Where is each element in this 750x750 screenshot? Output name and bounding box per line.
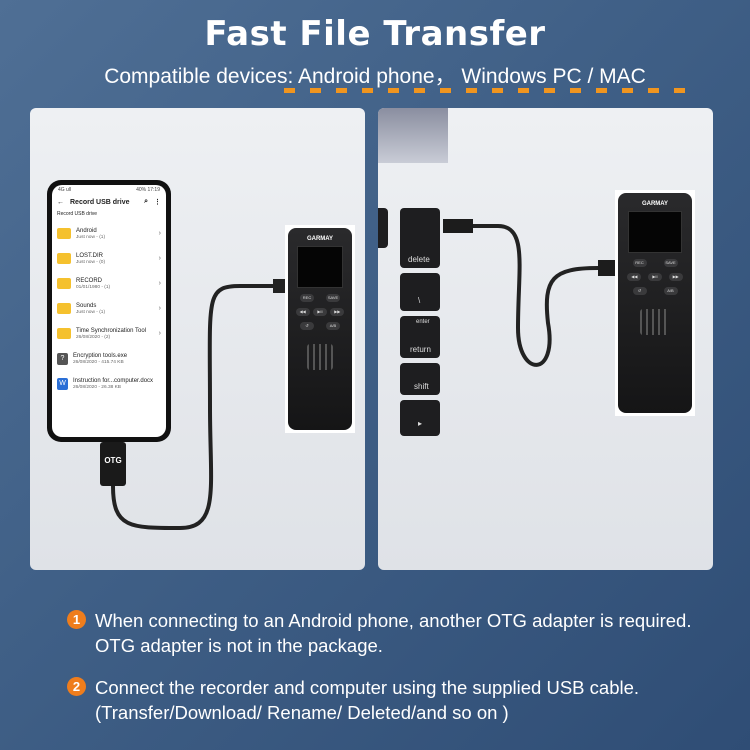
folder-icon xyxy=(57,253,71,264)
folder-icon xyxy=(57,328,71,339)
file-meta: 01/01/1980 - (1) xyxy=(76,284,111,290)
number-badge: 2 xyxy=(67,677,86,696)
back-arrow-icon[interactable]: ← xyxy=(57,198,64,206)
rec-button[interactable]: REC xyxy=(632,259,647,267)
file-meta: 26/08/2020 - 26.38 KB xyxy=(73,384,122,390)
rec-button[interactable]: REC xyxy=(300,294,314,302)
brand-label: GARMAY xyxy=(306,236,334,242)
page-subtitle: Compatible devices: Android phone， Windo… xyxy=(104,65,646,88)
forward-button[interactable]: ▶▶ xyxy=(668,273,683,281)
ab-repeat-button[interactable]: A/B xyxy=(663,287,678,295)
voice-recorder: GARMAY REC SAVE ◀◀▶II▶▶ ↺ A/B xyxy=(285,225,355,433)
note-1: 1 When connecting to an Android phone, an… xyxy=(67,608,708,658)
chevron-right-icon: › xyxy=(158,305,161,312)
key-shift: shift xyxy=(400,363,440,395)
folder-icon xyxy=(57,228,71,239)
save-button[interactable]: SAVE xyxy=(326,294,340,302)
file-name: RECORD xyxy=(76,277,103,284)
folder-icon xyxy=(57,278,71,289)
search-icon[interactable]: ⌕ xyxy=(144,198,148,205)
otg-label: OTG xyxy=(104,456,122,465)
number-badge: 1 xyxy=(67,610,86,629)
file-meta: Just now - (1) xyxy=(76,309,106,315)
file-meta: 26/08/2020 - (2) xyxy=(76,334,111,340)
more-icon[interactable]: ⋮ xyxy=(154,199,161,206)
play-pause-button[interactable]: ▶II xyxy=(647,273,662,281)
brand-label: GARMAY xyxy=(641,201,669,207)
status-left: 4G ull xyxy=(58,187,72,193)
speaker-grill xyxy=(640,309,670,335)
ab-repeat-button[interactable]: A/B xyxy=(326,322,340,330)
note-2: 2 Connect the recorder and computer using… xyxy=(67,675,708,725)
key-arrow: ▸ xyxy=(400,400,440,436)
word-file-icon: W xyxy=(57,377,68,390)
play-pause-button[interactable]: ▶II xyxy=(312,308,327,316)
voice-recorder: GARMAY REC SAVE ◀◀ ▶II ▶▶ ↺ A/B xyxy=(615,190,695,416)
file-meta: Just now - (0) xyxy=(76,259,106,265)
notes: 1 When connecting to an Android phone, an… xyxy=(67,608,708,742)
note-text: Connect the recorder and computer using … xyxy=(95,677,640,723)
chevron-right-icon: › xyxy=(158,280,161,287)
file-name: Instruction for...computer.docx xyxy=(73,377,154,384)
lcd-screen xyxy=(628,211,682,253)
dashed-underline xyxy=(284,88,692,93)
forward-button[interactable]: ▶▶ xyxy=(330,308,345,316)
folder-icon xyxy=(57,303,71,314)
usb-cable xyxy=(111,279,287,531)
key-backslash: \ xyxy=(400,273,440,311)
chevron-right-icon: › xyxy=(158,330,161,337)
chevron-right-icon: › xyxy=(158,255,161,262)
back-button[interactable]: ↺ xyxy=(632,287,647,295)
status-right: 40% 17:19 xyxy=(136,187,160,193)
file-meta: Just now - (1) xyxy=(76,234,106,240)
breadcrumb: Record USB drive xyxy=(57,211,98,217)
laptop-screen xyxy=(378,108,448,163)
speaker-grill xyxy=(307,344,333,370)
android-phone: 4G ull 40% 17:19 ← Record USB drive ⌕ ⋮ Reco… xyxy=(47,180,171,442)
chevron-right-icon: › xyxy=(158,230,161,237)
key-delete: delete xyxy=(400,208,440,268)
file-name: Android xyxy=(76,227,97,234)
lcd-screen xyxy=(296,246,344,288)
back-button[interactable]: ↺ xyxy=(300,322,314,330)
app-title: Record USB drive xyxy=(70,198,130,206)
file-name: Time Synchronization Tool xyxy=(76,327,147,334)
page-title: Fast File Transfer xyxy=(204,14,546,54)
file-name: LOST.DIR xyxy=(76,252,104,259)
save-button[interactable]: SAVE xyxy=(663,259,678,267)
otg-adapter: OTG xyxy=(100,442,126,486)
android-phone-panel: 4G ull 40% 17:19 ← Record USB drive ⌕ ⋮ Reco… xyxy=(30,108,365,570)
exe-file-icon: ? xyxy=(57,352,68,365)
file-name: Sounds xyxy=(76,302,97,309)
note-text: When connecting to an Android phone, ano… xyxy=(95,610,692,656)
file-name: Encryption tools.exe xyxy=(73,352,128,359)
rewind-button[interactable]: ◀◀ xyxy=(295,308,310,316)
file-meta: 26/08/2020 - 415.74 KB xyxy=(73,359,124,365)
rewind-button[interactable]: ◀◀ xyxy=(627,273,642,281)
